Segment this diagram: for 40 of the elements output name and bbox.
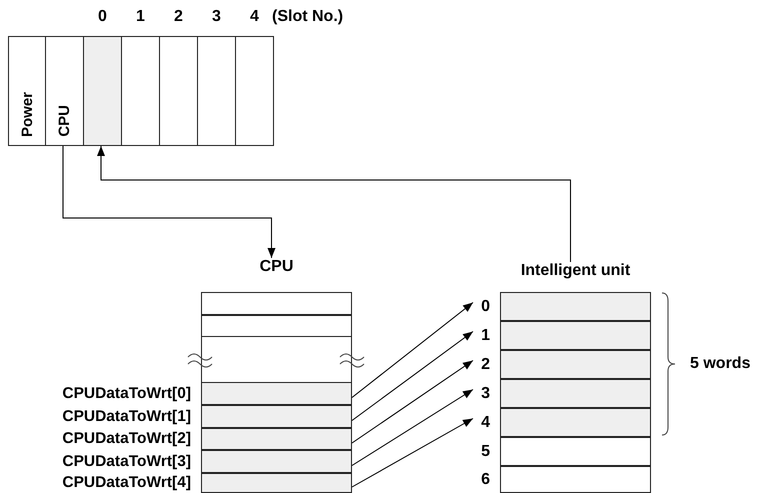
slot-number: 0 bbox=[98, 8, 107, 26]
memory-gap-section bbox=[201, 337, 352, 382]
memory-heading: Intelligent unit bbox=[520, 262, 632, 280]
word-number: 5 bbox=[481, 442, 490, 460]
arrow bbox=[352, 331, 474, 421]
arrow bbox=[352, 302, 474, 398]
slot-box bbox=[198, 36, 236, 146]
memory-word-cell bbox=[201, 315, 352, 337]
slot-box bbox=[122, 36, 160, 146]
arrow bbox=[352, 389, 474, 466]
slot-box bbox=[84, 36, 122, 146]
slot-number: 2 bbox=[174, 8, 183, 26]
slot-box bbox=[236, 36, 274, 146]
variable-name: CPUDataToWrt[3] bbox=[62, 452, 191, 470]
axis-caption: (Slot No.) bbox=[272, 8, 344, 26]
variable-name: CPUDataToWrt[0] bbox=[62, 384, 191, 402]
slot-box bbox=[8, 36, 46, 146]
memory-heading: CPU bbox=[258, 258, 294, 276]
module-name: Power bbox=[18, 92, 36, 137]
word-number: 1 bbox=[481, 326, 490, 344]
slot-number: 1 bbox=[136, 8, 145, 26]
word-number: 0 bbox=[481, 298, 490, 316]
variable-name: CPUDataToWrt[4] bbox=[62, 474, 191, 492]
slot-number: 4 bbox=[250, 8, 259, 26]
arrow bbox=[62, 146, 276, 258]
brace-caption: 5 words bbox=[690, 355, 750, 373]
memory-word-cell bbox=[201, 292, 352, 315]
arrow bbox=[352, 360, 474, 444]
module-name: CPU bbox=[56, 105, 73, 137]
variable-name: CPUDataToWrt[1] bbox=[62, 408, 191, 426]
slot-box bbox=[160, 36, 198, 146]
word-number: 3 bbox=[481, 384, 490, 402]
arrow bbox=[352, 418, 474, 488]
slot-number: 3 bbox=[212, 8, 221, 26]
word-number: 2 bbox=[481, 356, 490, 374]
variable-name: CPUDataToWrt[2] bbox=[62, 430, 191, 448]
word-number: 6 bbox=[481, 470, 490, 488]
slot-box bbox=[46, 36, 84, 146]
arrow bbox=[97, 146, 571, 262]
word-number: 4 bbox=[481, 414, 490, 432]
